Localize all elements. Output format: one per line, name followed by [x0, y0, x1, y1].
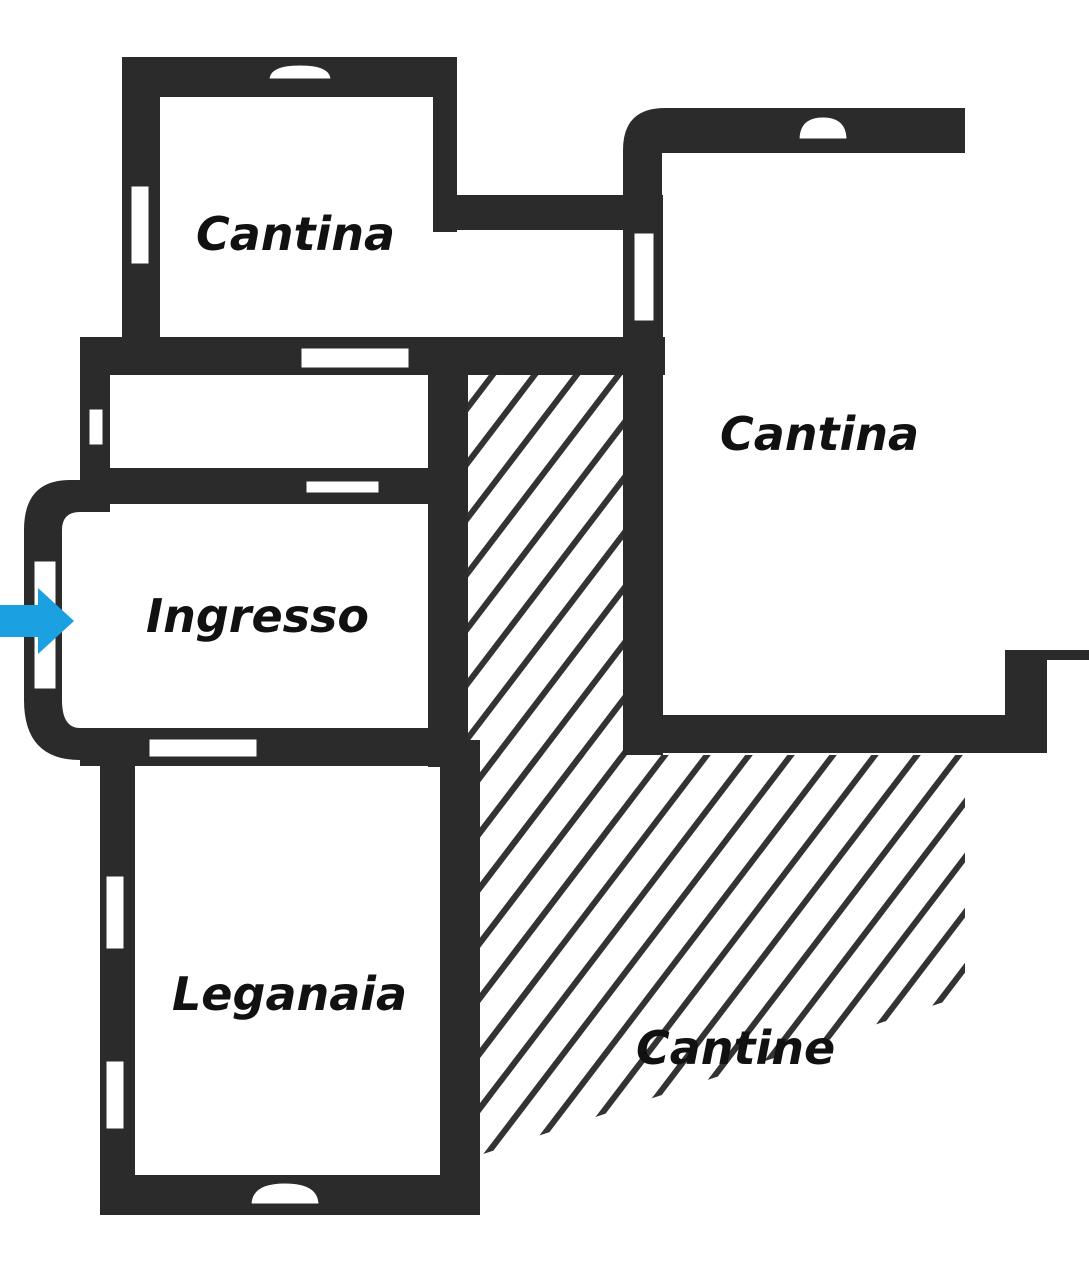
hatch-line [830, 360, 1089, 1200]
wall [80, 468, 435, 504]
hatch-line [465, 755, 927, 1160]
room-label-cantine: Cantine [636, 1021, 835, 1075]
window [266, 62, 334, 82]
room-label-ingresso: Ingresso [146, 589, 369, 643]
hatch-line [465, 755, 965, 1160]
wall [100, 740, 135, 1215]
hatch-line [872, 360, 1089, 1200]
wall [440, 740, 480, 1215]
door [146, 736, 260, 760]
window [103, 1058, 127, 1132]
wall [80, 728, 465, 766]
hatch-line [465, 370, 591, 1160]
hatch-line [465, 755, 843, 1160]
window [103, 873, 127, 952]
openings [31, 62, 850, 1207]
window [248, 1180, 322, 1207]
hatch-line [491, 755, 965, 1160]
wall [623, 108, 965, 195]
hatch-line [465, 755, 965, 1160]
hatch-line [575, 755, 965, 1160]
wall [428, 337, 468, 767]
hatch-line [465, 370, 642, 1160]
hatch-line [465, 755, 885, 1160]
door [631, 230, 657, 324]
arrow-right-icon [0, 588, 74, 654]
room-label-cantina-top: Cantina [196, 207, 395, 261]
wall [433, 195, 643, 230]
window [128, 183, 152, 267]
room-label-leganaia: Leganaia [172, 967, 407, 1021]
window [796, 114, 850, 142]
hatch-line [465, 370, 633, 1160]
hatch-line [465, 370, 642, 1160]
hatch-line [827, 755, 965, 1160]
room-label-cantina-right: Cantina [720, 407, 919, 461]
hatch-line [533, 755, 965, 1160]
hatch-line [465, 755, 965, 1160]
door [298, 345, 412, 371]
door [303, 478, 382, 496]
wall [1005, 650, 1047, 753]
wall [623, 715, 1045, 753]
window [86, 406, 106, 448]
hatch-line [869, 755, 965, 1160]
hatch-line [617, 755, 965, 1160]
wall [1030, 650, 1089, 660]
